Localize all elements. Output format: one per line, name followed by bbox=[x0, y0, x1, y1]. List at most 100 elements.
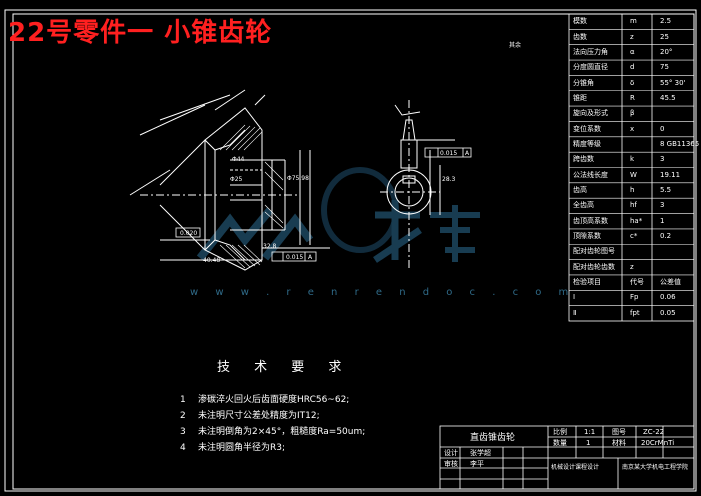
dim-len: 40.48 bbox=[203, 257, 221, 264]
param-table-rows bbox=[569, 29, 694, 306]
param-val: 8 GB11365 bbox=[660, 139, 700, 148]
designer-label: 设计 bbox=[444, 449, 458, 457]
dim-44: Φ44 bbox=[232, 156, 245, 163]
param-sym: c* bbox=[630, 232, 638, 241]
tol-runout-datum: A bbox=[465, 150, 470, 157]
param-val: 0.06 bbox=[660, 293, 676, 302]
param-val: 3 bbox=[660, 155, 665, 164]
param-name: 锥距 bbox=[573, 93, 587, 102]
param-sym: 代号 bbox=[630, 278, 644, 287]
tolerance-frame-right bbox=[424, 147, 472, 158]
qty-label: 数量 bbox=[553, 439, 567, 447]
dim-diam: Φ75.98 bbox=[287, 175, 309, 182]
param-name: Ⅱ bbox=[573, 308, 577, 317]
param-name: 齿顶高系数 bbox=[573, 216, 608, 225]
dim-32: 32.8 bbox=[263, 243, 277, 250]
req-item: 1 渗碳淬火回火后齿面硬度HRC56~62; bbox=[180, 392, 365, 405]
param-name: 变位系数 bbox=[573, 124, 601, 133]
param-sym: ha* bbox=[630, 216, 643, 225]
tol-runout2-datum: A bbox=[308, 254, 313, 261]
param-sym: h bbox=[630, 186, 635, 195]
param-name: 法向压力角 bbox=[573, 47, 608, 56]
tol-flatness-value: 0.020 bbox=[180, 230, 198, 237]
param-val: 1 bbox=[660, 216, 665, 225]
scale-label: 比例 bbox=[553, 428, 567, 436]
param-name: 旋向及形式 bbox=[573, 109, 608, 118]
param-sym: α bbox=[630, 47, 635, 56]
param-name: 公法线长度 bbox=[573, 170, 608, 179]
req-num: 1 bbox=[180, 395, 186, 405]
req-text: 未注明圆角半径为R3; bbox=[198, 443, 286, 453]
param-val: 3 bbox=[660, 201, 665, 210]
param-name: Ⅰ bbox=[573, 293, 576, 302]
param-name: 配对齿轮图号 bbox=[573, 247, 615, 256]
param-sym: R bbox=[630, 93, 635, 102]
drawing-no: ZC-22 bbox=[643, 428, 665, 436]
param-name: 检验项目 bbox=[573, 278, 601, 287]
param-sym: β bbox=[630, 109, 635, 118]
req-text: 未注明尺寸公差处精度为IT12; bbox=[198, 411, 320, 421]
param-val: 0.2 bbox=[660, 232, 672, 241]
param-name: 分度圆直径 bbox=[573, 63, 608, 72]
param-val: 75 bbox=[660, 63, 669, 72]
param-val: 公差值 bbox=[660, 278, 681, 287]
req-num: 4 bbox=[180, 443, 186, 453]
dim-bore: Φ25 bbox=[230, 176, 243, 183]
tolerance-frame-left bbox=[175, 227, 317, 262]
param-name: 跨齿数 bbox=[573, 155, 594, 164]
qty-value: 1 bbox=[586, 439, 591, 447]
param-val: 0.05 bbox=[660, 308, 676, 317]
param-sym: hf bbox=[630, 201, 637, 210]
param-val: 19.11 bbox=[660, 170, 681, 179]
side-view bbox=[380, 100, 455, 270]
param-name: 模数 bbox=[573, 17, 587, 26]
param-val: 2.5 bbox=[660, 17, 672, 26]
param-name: 配对齿轮齿数 bbox=[573, 262, 615, 271]
req-num: 3 bbox=[180, 427, 186, 437]
part-name: 直齿锥齿轮 bbox=[470, 433, 516, 443]
drawing-title: 22号零件一 小锥齿轮 bbox=[8, 18, 273, 48]
param-sym: z bbox=[630, 262, 634, 271]
req-item: 4 未注明圆角半径为R3; bbox=[180, 440, 365, 453]
material-label: 材料 bbox=[612, 439, 626, 447]
param-sym: m bbox=[630, 17, 637, 26]
school-name: 南京某大学机电工程学院 bbox=[622, 464, 689, 471]
param-sym: δ bbox=[630, 78, 635, 87]
watermark-logo bbox=[196, 167, 480, 263]
course-name: 机械设计课程设计 bbox=[551, 464, 600, 471]
param-sym: Fp bbox=[630, 293, 639, 302]
param-val: 0 bbox=[660, 124, 665, 133]
req-text: 渗碳淬火回火后齿面硬度HRC56~62; bbox=[198, 395, 350, 405]
param-name: 分锥角 bbox=[573, 78, 594, 87]
param-sym: z bbox=[630, 32, 634, 41]
param-val: 45.5 bbox=[660, 93, 676, 102]
checker-name: 李平 bbox=[470, 460, 484, 468]
tol-runout2-value: 0.015 bbox=[286, 254, 304, 261]
material-value: 20CrMnTi bbox=[641, 439, 675, 447]
scale-value: 1:1 bbox=[584, 428, 596, 436]
section-hatching bbox=[219, 124, 284, 269]
param-sym: x bbox=[630, 124, 635, 133]
param-sym: fpt bbox=[630, 308, 640, 317]
param-val: 25 bbox=[660, 32, 669, 41]
param-val: 5.5 bbox=[660, 186, 672, 195]
param-name: 顶隙系数 bbox=[573, 232, 601, 241]
watermark-url: w w w . r e n r e n d o c . c o m bbox=[190, 287, 576, 298]
tech-requirements-heading: 技 术 要 求 bbox=[217, 360, 352, 375]
gear-section-view bbox=[129, 89, 330, 271]
roughness-note: 其余 bbox=[509, 42, 522, 49]
param-val: 55° 30' bbox=[660, 78, 686, 87]
outer-frame bbox=[4, 9, 697, 492]
param-sym: W bbox=[630, 170, 637, 179]
designer-name: 张学超 bbox=[470, 449, 491, 457]
param-name: 齿数 bbox=[573, 32, 587, 41]
tol-runout-value: 0.015 bbox=[440, 150, 458, 157]
param-name: 齿高 bbox=[573, 186, 587, 195]
param-sym: d bbox=[630, 63, 635, 72]
req-num: 2 bbox=[180, 411, 186, 421]
req-item: 2 未注明尺寸公差处精度为IT12; bbox=[180, 408, 365, 421]
param-sym: k bbox=[630, 155, 635, 164]
